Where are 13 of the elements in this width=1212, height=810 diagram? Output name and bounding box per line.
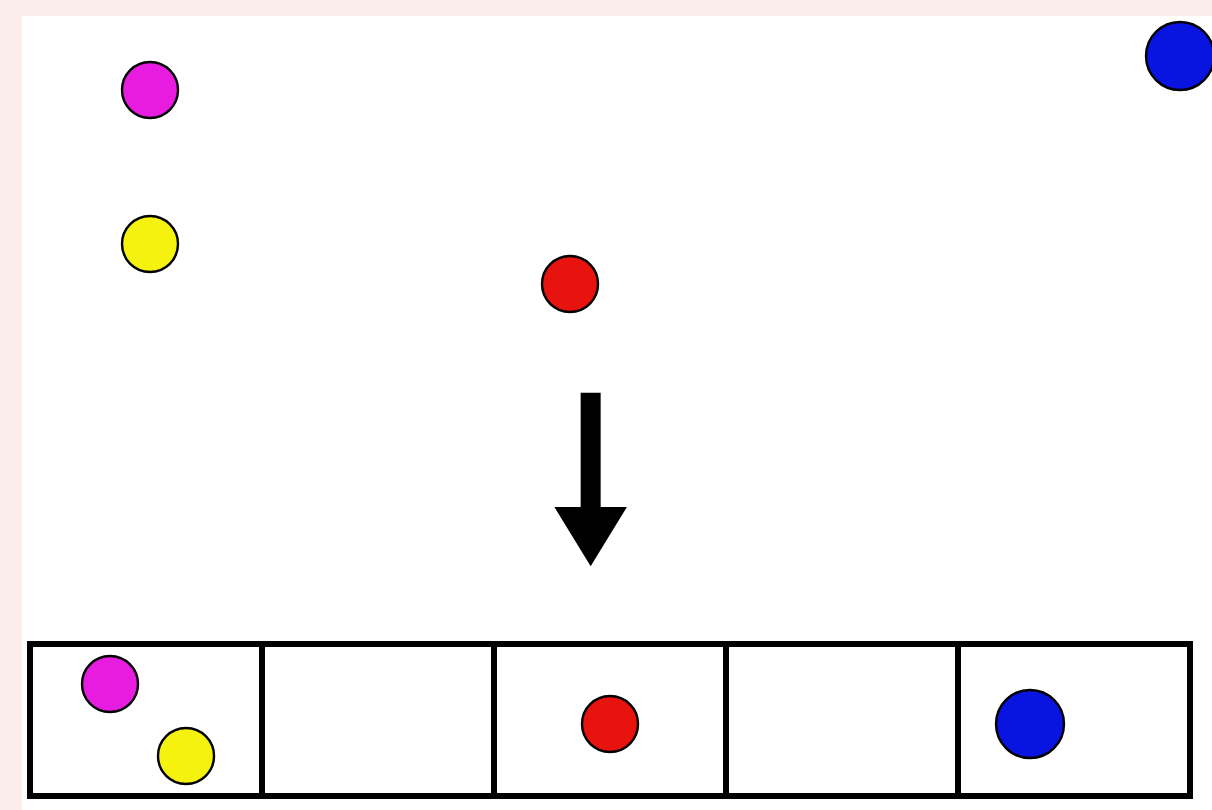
ball — [1144, 20, 1212, 92]
ball — [994, 688, 1066, 760]
ball — [80, 654, 140, 714]
ball — [540, 254, 600, 314]
slot-box — [955, 641, 1193, 799]
ball — [156, 726, 216, 786]
slot-box — [723, 641, 961, 799]
ball — [120, 214, 180, 274]
slot-box — [27, 641, 265, 799]
ball — [120, 60, 180, 120]
slot-box — [491, 641, 729, 799]
ball — [580, 694, 640, 754]
slot-box — [259, 641, 497, 799]
